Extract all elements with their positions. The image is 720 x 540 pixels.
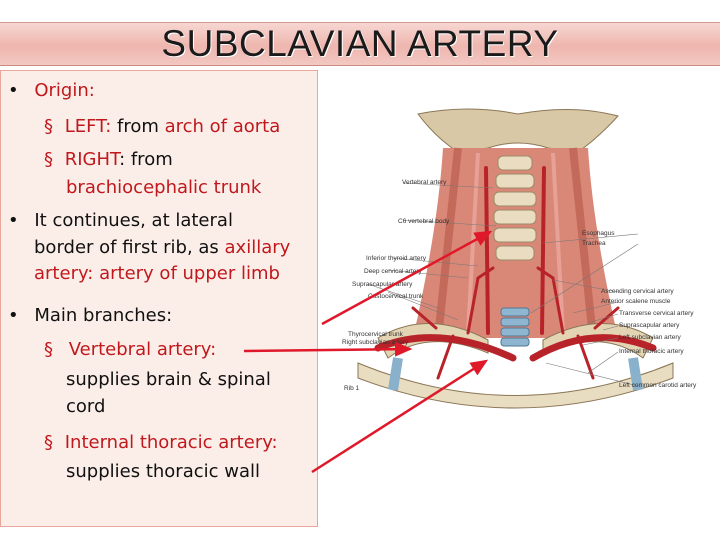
square-bullet-icon: §	[44, 149, 53, 170]
vertebral-line3: cord	[66, 396, 106, 417]
vertebral-text2: brain & spinal	[145, 369, 271, 390]
square-bullet-icon: §	[44, 116, 53, 137]
bullet-dot: •	[8, 210, 19, 231]
sub-bullet-left: § LEFT: from arch of aorta	[44, 115, 280, 139]
left-text: from	[111, 116, 165, 137]
right-text: : from	[119, 149, 173, 170]
vertebral-label: Vertebral artery:	[68, 339, 217, 360]
branches-label: Main branches:	[34, 305, 173, 326]
label-deep-cervical: Deep cervical artery	[364, 268, 423, 275]
slide-title: SUBCLAVIAN ARTERY	[161, 23, 559, 64]
sub-bullet-internal: § Internal thoracic artery:	[44, 431, 278, 455]
left-label: LEFT:	[64, 116, 112, 137]
internal-text1: supplies	[66, 461, 146, 482]
left-value: arch of aorta	[164, 116, 281, 137]
label-anterior-scalene: Anterior scalene muscle	[601, 298, 671, 305]
bullet-continues: • It continues, at lateral	[8, 209, 233, 233]
sub-bullet-right: § RIGHT: from	[44, 148, 173, 172]
title-bar	[0, 22, 720, 66]
internal-line2: supplies thoracic wall	[66, 460, 260, 484]
text-panel	[0, 70, 318, 527]
right-value: brachiocephalic trunk	[66, 177, 262, 198]
label-ascending-cervical: Ascending cervical artery	[601, 288, 674, 295]
vertebral-line2: supplies brain & spinal	[66, 368, 271, 392]
right-label: RIGHT	[64, 149, 120, 170]
label-internal-thoracic: Internal thoracic artery	[619, 348, 684, 355]
label-inferior-thyroid: Inferior thyroid artery	[366, 255, 427, 262]
bullet-dot: •	[8, 80, 19, 101]
vertebral-text1: supplies	[66, 369, 146, 390]
label-left-subclavian: Left subclavian artery	[619, 334, 682, 341]
label-suprascapular-right: Suprascapular artery	[619, 322, 680, 329]
label-suprascapular: Suprascapular artery	[352, 281, 413, 288]
bullet-dot: •	[8, 305, 19, 326]
neck-anatomy-illustration: Vertebral artery C6 vertebral body Infer…	[342, 108, 697, 409]
bullet-branches: • Main branches:	[8, 304, 172, 328]
label-c6-body: C6 vertebral body	[398, 218, 450, 225]
square-bullet-icon: §	[44, 432, 53, 453]
label-vertebral-artery: Vertebral artery	[402, 179, 447, 186]
label-left-common-carotid: Left common carotid artery	[619, 382, 697, 389]
label-rib1: Rib 1	[344, 385, 360, 392]
label-thyrocervical: Thyrocervical trunk	[348, 331, 404, 338]
label-trachea: Trachea	[582, 240, 606, 247]
label-esophagus: Esophagus	[582, 230, 615, 237]
continues-line2a: border of first rib, as	[34, 237, 225, 258]
internal-text2: thoracic wall	[145, 461, 261, 482]
label-costocervical: Costocervical trunk	[368, 293, 424, 300]
continues-line1: It continues, at lateral	[34, 210, 233, 231]
bullet-origin: • Origin:	[8, 79, 95, 103]
internal-label: Internal thoracic artery:	[64, 432, 278, 453]
origin-label: Origin:	[34, 80, 95, 101]
continues-axillary: axillary	[224, 237, 291, 258]
continues-line3: artery: artery of upper limb	[34, 263, 280, 284]
sub-bullet-vertebral: § Vertebral artery:	[44, 338, 216, 362]
label-right-subclavian: Right subclavian artery	[342, 339, 409, 346]
continues-line2: border of first rib, as axillary	[34, 236, 290, 260]
square-bullet-icon: §	[44, 339, 53, 360]
label-transverse-cervical: Transverse cervical artery	[619, 310, 694, 317]
